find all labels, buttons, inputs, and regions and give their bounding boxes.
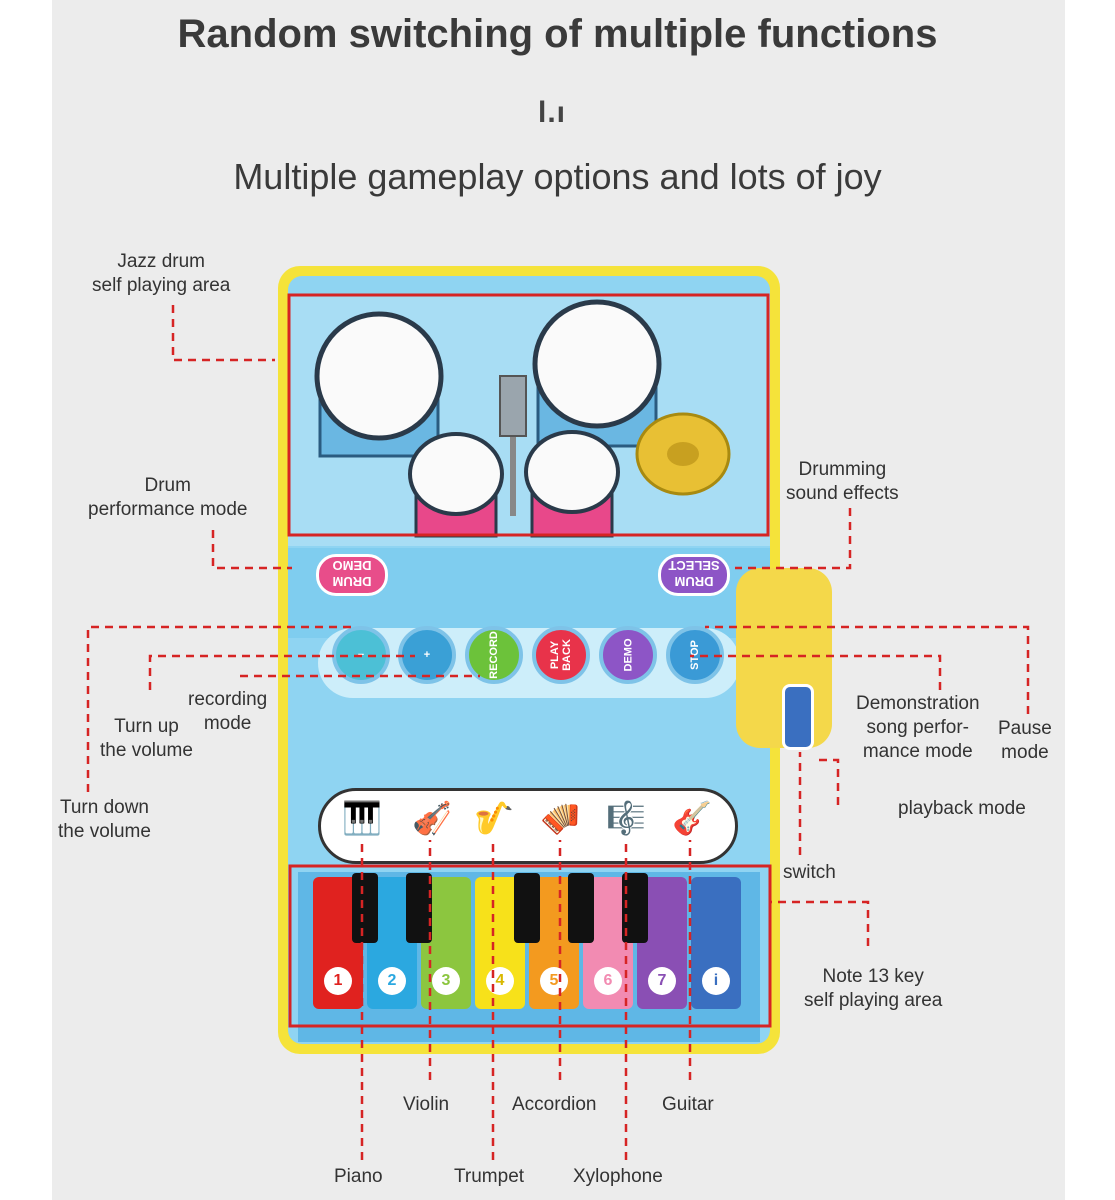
- label-line: song perfor-: [866, 717, 969, 738]
- label-accordion: Accordion: [512, 1094, 597, 1115]
- label-line: Demonstration: [856, 693, 980, 714]
- label-drum-performance: Drum performance mode: [88, 474, 247, 522]
- playback-button[interactable]: PLAY BACK: [532, 626, 590, 684]
- instrument-strip: [318, 788, 738, 864]
- label-turn-down: Turn down the volume: [58, 796, 151, 844]
- label-trumpet: Trumpet: [454, 1166, 525, 1187]
- key-number: 1: [324, 967, 352, 995]
- black-key[interactable]: [352, 873, 378, 943]
- label-line: mode: [203, 713, 252, 734]
- piano-icon[interactable]: 🎹: [342, 800, 382, 836]
- label-line: the volume: [58, 821, 151, 842]
- record-button[interactable]: RECORD: [465, 626, 523, 684]
- violin-icon[interactable]: 🎻: [412, 800, 452, 836]
- label-piano: Piano: [334, 1166, 383, 1187]
- key-number: 3: [432, 967, 460, 995]
- black-key[interactable]: [406, 873, 432, 943]
- label-guitar: Guitar: [662, 1094, 714, 1115]
- label-line: self playing area: [804, 990, 943, 1011]
- piano-key-info[interactable]: i: [691, 877, 741, 1009]
- key-number: 6: [594, 967, 622, 995]
- keyboard-outline: [288, 864, 772, 1028]
- label-line: sound effects: [786, 483, 899, 504]
- separator-mark: l.ı: [538, 96, 567, 129]
- key-number: i: [702, 967, 730, 995]
- label-demonstration: Demonstration song perfor-mance mode: [856, 692, 980, 764]
- page-subtitle: Multiple gameplay options and lots of jo…: [233, 156, 882, 197]
- key-number: 7: [648, 967, 676, 995]
- label-pause: Pause mode: [998, 717, 1052, 765]
- volume-up-label: +: [423, 649, 431, 661]
- label-line: Drumming: [798, 459, 887, 480]
- drum-area-outline: [287, 293, 770, 537]
- accordion-icon[interactable]: 🪗: [540, 800, 580, 836]
- label-playback: playback mode: [898, 798, 1026, 819]
- label-line: Pause: [998, 718, 1052, 739]
- label-line: mance mode: [862, 741, 973, 762]
- label-switch: switch: [783, 862, 836, 883]
- power-switch[interactable]: [782, 684, 814, 750]
- label-line: Turn up: [114, 716, 179, 737]
- page-title: Random switching of multiple functions: [177, 12, 938, 56]
- label-drumming-sound: Drumming sound effects: [786, 458, 899, 506]
- key-number: 2: [378, 967, 406, 995]
- label-line: Turn down: [59, 797, 149, 818]
- label-recording-mode: recording mode: [188, 688, 267, 736]
- label-violin: Violin: [403, 1094, 450, 1115]
- label-line: self playing area: [92, 275, 231, 296]
- label-line: recording: [188, 689, 268, 710]
- guitar-icon[interactable]: 🎸: [672, 800, 712, 836]
- drum-kit-illustration: [314, 299, 731, 538]
- key-number: 5: [540, 967, 568, 995]
- xylophone-icon[interactable]: 🎼: [606, 800, 646, 836]
- black-key[interactable]: [568, 873, 594, 943]
- black-key[interactable]: [514, 873, 540, 943]
- label-line: Jazz drum: [117, 251, 205, 272]
- demo-button[interactable]: DEMO: [599, 626, 657, 684]
- label-jazz-drum: Jazz drum self playing area: [92, 250, 230, 298]
- label-line: Drum: [144, 475, 191, 496]
- label-turn-up: Turn up the volume: [100, 715, 193, 763]
- label-note13: Note 13 key self playing area: [804, 965, 942, 1013]
- label-line: the volume: [100, 740, 193, 761]
- trumpet-icon[interactable]: 🎷: [474, 800, 514, 836]
- label-line: mode: [1001, 742, 1049, 763]
- key-number: 4: [486, 967, 514, 995]
- label-line: performance mode: [88, 499, 248, 520]
- label-line: Note 13 key: [822, 966, 924, 987]
- label-xylophone: Xylophone: [573, 1166, 663, 1187]
